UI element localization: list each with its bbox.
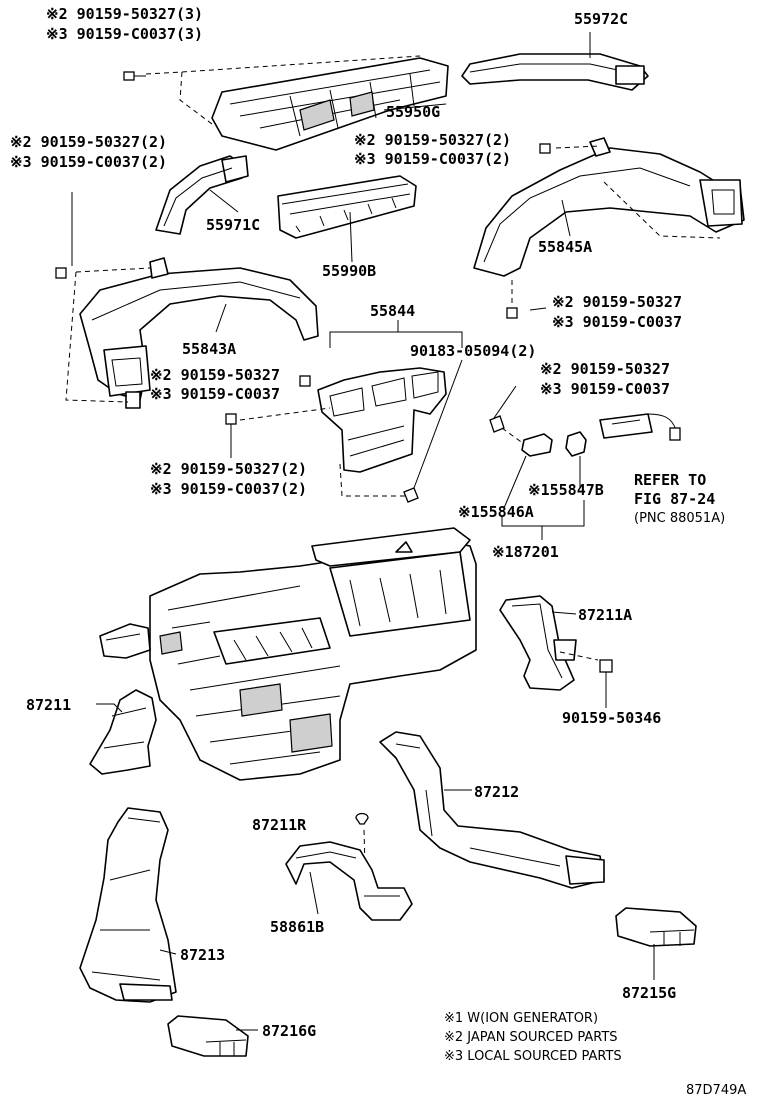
part-55972C [461,53,649,91]
bolt-label: ※3 90159-C0037(2) [150,480,307,498]
part-label-90183: 90183-05094(2) [410,342,536,360]
part-55990B [277,175,417,239]
guide-line [239,407,331,421]
guide-line [339,463,408,497]
part-55844 [317,367,447,473]
bolt-label: ※3 90159-C0037 [552,313,682,331]
bolt-label: ※2 90159-50327(2) [150,460,307,478]
part-label-55950G: 55950G [386,103,440,121]
part-label-55843A: 55843A [182,340,236,358]
part-label-90159-50346: 90159-50346 [562,709,661,727]
bolt-label: ※2 90159-50327 [552,293,682,311]
heater-unit [99,527,477,781]
refer-label: REFER TO [634,471,706,489]
clip-icon [489,415,505,433]
refer-label: FIG 87-24 [634,490,715,508]
part-label-55971C: 55971C [206,216,260,234]
part-87211 [89,689,157,775]
part-87212 [379,731,605,889]
part-55950G [211,57,449,151]
bolt-label: ※2 90159-50327(2) [10,133,167,151]
bolt-icon [599,659,613,673]
part-label-87212: 87212 [474,783,519,801]
part-55845A [473,137,745,277]
bolt-icon [225,413,237,425]
legend-note-2: ※2 JAPAN SOURCED PARTS [444,1030,618,1045]
bolt-icon [55,267,67,279]
guide-line [145,55,421,75]
bolt-label: ※2 90159-50327 [540,360,670,378]
part-label-55845A: 55845A [538,238,592,256]
bolt-icon [123,71,146,81]
refer-connector [599,413,681,441]
refer-label: (PNC 88051A) [634,511,725,526]
part-87216G [167,1015,249,1057]
guide-line [555,145,601,149]
guide-line [603,181,721,239]
bolt-label: ※3 90159-C0037 [150,385,280,403]
guide-line [179,71,213,125]
part-label-87211A: 87211A [578,606,632,624]
part-label-87201: ※187201 [492,543,559,561]
bolt-label: ※2 90159-50327 [150,366,280,384]
legend-note-3: ※3 LOCAL SOURCED PARTS [444,1049,622,1064]
part-87213 [79,807,177,1003]
guide-line [75,267,151,273]
part-55846A [521,433,553,457]
part-label-55847B: ※155847B [528,481,604,499]
part-label-55844: 55844 [370,302,415,320]
part-58861B [285,841,413,921]
diagram-id: 87D749A [686,1083,746,1098]
bolt-icon [506,307,518,319]
part-label-58861B: 58861B [270,918,324,936]
part-label-87215G: 87215G [622,984,676,1002]
part-label-87211R: 87211R [252,816,307,834]
bolt-label: ※3 90159-C0037(2) [10,153,167,171]
clip-icon [355,812,369,825]
guide-line [559,651,599,661]
part-55843A [79,257,319,409]
legend-note-1: ※1 W(ION GENERATOR) [444,1011,598,1026]
part-label-55846A: ※155846A [458,503,534,521]
bolt-label: ※2 90159-50327(3) [46,5,203,23]
guide-line [65,271,129,403]
part-label-55972C: 55972C [574,10,628,28]
part-55847B [565,431,587,457]
part-label-55990B: 55990B [322,262,376,280]
bolt-icon [299,375,311,387]
bolt-label: ※3 90159-C0037(3) [46,25,203,43]
bolt-label: ※3 90159-C0037(2) [354,150,511,168]
part-label-87211: 87211 [26,696,71,714]
part-87211A [499,595,577,691]
bolt-icon [539,143,551,154]
part-87215G [615,907,697,947]
part-55971C [155,155,249,235]
clip-icon [403,487,419,503]
bolt-label: ※2 90159-50327(2) [354,131,511,149]
part-label-87213: 87213 [180,946,225,964]
part-label-87216G: 87216G [262,1022,316,1040]
guide-line [501,427,525,445]
bolt-label: ※3 90159-C0037 [540,380,670,398]
